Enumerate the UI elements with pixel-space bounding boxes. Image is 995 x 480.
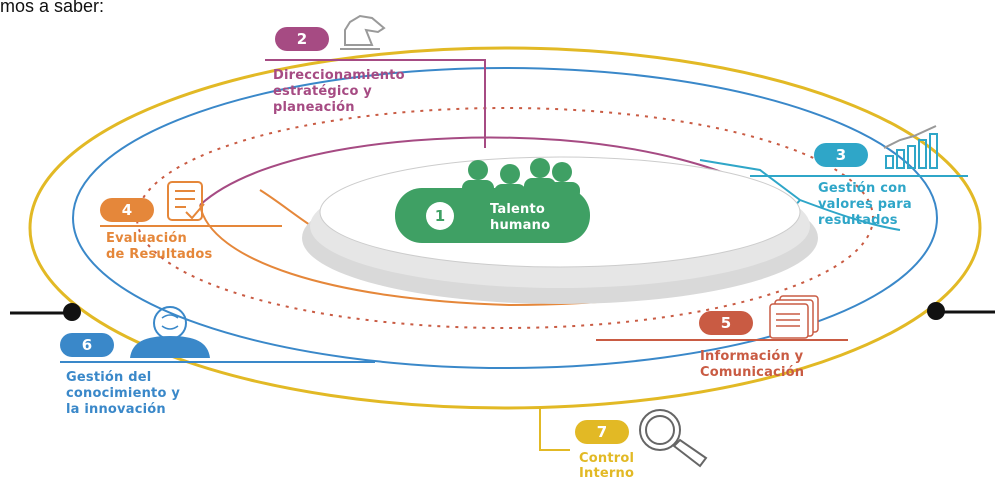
dimension-5: 5 Información y Comunicación <box>596 295 848 380</box>
header-fragment: mos a saber: <box>0 0 105 16</box>
dim6-line2: conocimiento y <box>66 386 180 401</box>
chess-knight-icon <box>340 14 386 50</box>
left-connector-dot <box>63 303 81 321</box>
dim6-line1: Gestión del <box>66 370 151 385</box>
dimension-2: 2 Direccionamiento estratégico y planeac… <box>265 14 486 148</box>
dim5-line1: Información y <box>700 349 804 364</box>
dim5-badge <box>699 311 753 335</box>
checklist-icon <box>167 181 205 221</box>
dim2-line2: estratégico y <box>273 84 372 99</box>
head-brain-icon <box>130 306 210 358</box>
dim3-line3: resultados <box>818 213 898 228</box>
ring-purple <box>199 136 741 206</box>
dim4-line2: de Resultados <box>106 247 213 262</box>
dim3-line2: valores para <box>818 197 912 212</box>
ring-dotted-red <box>136 107 874 329</box>
dim7-number: 7 <box>597 423 607 441</box>
dim2-badge <box>275 27 329 51</box>
magnifier-icon <box>639 409 708 468</box>
center-number-circle <box>426 202 454 230</box>
dim3-badge <box>814 143 868 167</box>
dim7-connector <box>539 408 570 451</box>
dim7-line2: Interno <box>579 466 634 480</box>
ring-blue <box>72 67 938 369</box>
dim4-line1: Evaluación <box>106 231 187 246</box>
dim6-badge <box>60 333 114 357</box>
dimension-4: 4 Evaluación de Resultados <box>100 181 282 262</box>
dim2-connector <box>265 59 486 148</box>
dim5-line2: Comunicación <box>700 365 804 380</box>
dim4-number: 4 <box>122 201 132 219</box>
dim5-number: 5 <box>721 314 731 332</box>
dim2-number: 2 <box>297 30 307 48</box>
center-number: 1 <box>435 207 445 225</box>
documents-icon <box>769 295 819 339</box>
dim3-number: 3 <box>836 146 846 164</box>
dim3-line1: Gestión con <box>818 181 907 196</box>
right-connector-dot <box>927 302 945 320</box>
center-talento-humano: 1 Talento humano <box>395 158 590 243</box>
dim6-line3: la innovación <box>66 402 166 417</box>
dim2-line3: planeación <box>273 100 355 115</box>
dim7-line1: Control <box>579 451 634 466</box>
dim4-badge <box>100 198 154 222</box>
center-label-line1: Talento <box>490 202 545 217</box>
dimension-6: 6 Gestión del conocimiento y la innovaci… <box>60 306 375 417</box>
bar-chart-icon <box>883 125 938 169</box>
dimension-3: 3 Gestión con valores para resultados <box>750 125 968 228</box>
outer-ring-gold <box>28 46 982 410</box>
dimension-7: 7 Control Interno <box>539 408 708 480</box>
center-label-line2: humano <box>490 218 550 233</box>
dim2-line1: Direccionamiento <box>273 68 405 83</box>
dim7-badge <box>575 420 629 444</box>
dim6-number: 6 <box>82 336 92 354</box>
